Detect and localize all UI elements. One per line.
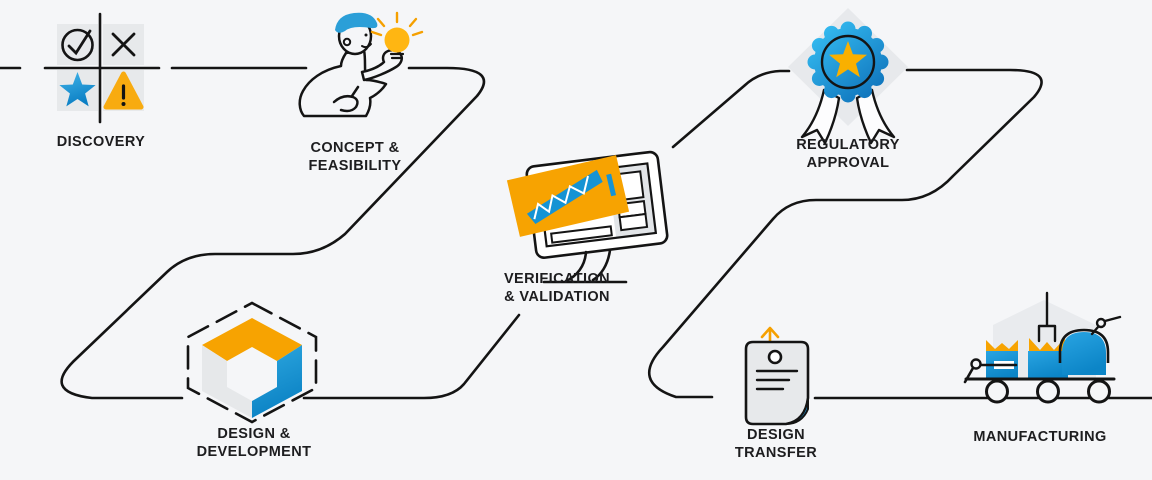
person-hand [332,85,360,113]
document-fold [785,397,809,425]
stage-label-verification-validation: VERIFICATION & VALIDATION [503,271,611,305]
hexagon-cube-icon [186,301,318,424]
dashed-hexagon [186,301,318,424]
person-idea-lightbulb-icon [298,11,424,118]
flow-path [0,66,1152,400]
person-hair [335,12,378,33]
cube-right-face [252,345,302,418]
dome-part [1062,332,1106,375]
monitor-stand [564,248,612,283]
stage-label-concept-feasibility: CONCEPT & FEASIBILITY [308,140,402,174]
stage-label-manufacturing: MANUFACTURING [973,429,1107,445]
flow-segment-regulatory-to-transfer [647,68,1043,399]
badge-ribbons [800,88,896,145]
badge-inner-ring [820,34,876,90]
flow-segment-design-to-verification [302,313,521,400]
check-mark-icon [67,29,92,56]
person-icon [298,12,404,118]
cart-box-middle [1028,351,1068,379]
cube-top-face [202,318,302,361]
flow-segment-verification-to-regulatory [671,69,791,149]
check-circle-icon [61,28,94,62]
quadrant-cross-lines [43,12,161,124]
badge-star-icon [829,41,867,78]
stage-label-design-development: DESIGN & DEVELOPMENT [196,426,312,460]
cad-monitor-icon [506,150,669,284]
cart-wheels [985,379,1111,404]
stage-label-regulatory-approval: REGULATORY APPROVAL [796,137,900,171]
lightbulb-icon [370,11,424,60]
stage-label-discovery: DISCOVERY [56,134,146,150]
claw-icon [1037,291,1057,343]
quadrant-check-x-star-warning-icon [43,12,161,124]
robot-arm-right [1090,315,1122,336]
document-upload-icon [744,326,810,426]
cad-canvas [506,155,630,237]
x-mark-icon [111,32,136,57]
factory-cart-icon [963,291,1122,404]
flow-segment-concept-to-design [60,66,486,400]
cube-left-face [202,345,252,418]
star-icon [59,72,96,107]
stage-label-design-transfer: DESIGN TRANSFER [734,427,818,461]
award-ribbon-icon [788,8,908,145]
